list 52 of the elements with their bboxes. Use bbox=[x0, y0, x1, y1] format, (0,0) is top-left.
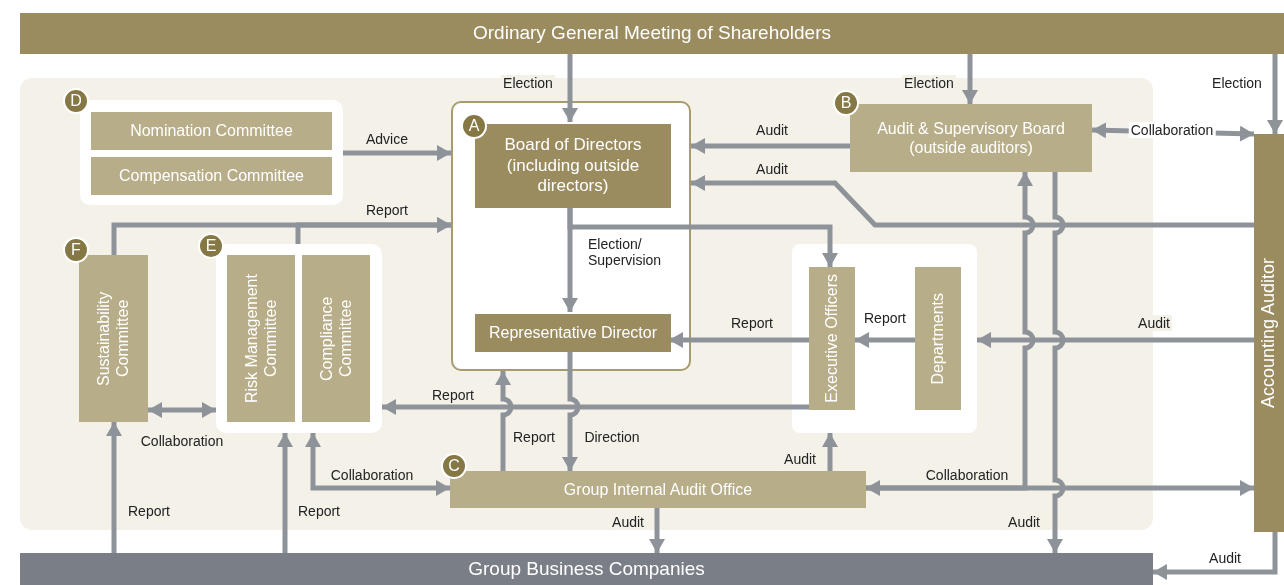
box-label: Executive Officers bbox=[822, 274, 842, 403]
box-label: Compensation Committee bbox=[119, 166, 304, 186]
arrow bbox=[866, 172, 1036, 491]
org-box bbox=[227, 255, 295, 422]
org-box bbox=[20, 13, 1284, 54]
board-group-panel bbox=[451, 101, 691, 371]
org-box bbox=[915, 267, 961, 410]
box-label: Accounting Auditor bbox=[1258, 257, 1280, 409]
arrow bbox=[562, 54, 578, 122]
org-box bbox=[809, 267, 855, 410]
arrow bbox=[691, 138, 850, 154]
edge-label: Collaboration bbox=[1128, 121, 1216, 139]
arrow bbox=[305, 433, 450, 496]
box-label: Audit & Supervisory Board (outside auditors) bbox=[876, 118, 1066, 158]
box-label: Nomination Committee bbox=[130, 121, 293, 141]
edge-label: Audit bbox=[1136, 314, 1172, 332]
box-label: Departments bbox=[928, 292, 948, 385]
arrow bbox=[567, 206, 838, 267]
arrow bbox=[343, 145, 451, 161]
arrow bbox=[691, 175, 1254, 228]
arrow bbox=[977, 332, 1254, 348]
box-label: Group Internal Audit Office bbox=[563, 479, 753, 500]
arrow bbox=[148, 402, 216, 418]
arrow bbox=[1267, 54, 1283, 134]
arrow bbox=[277, 433, 293, 553]
arrow bbox=[295, 217, 451, 244]
arrow bbox=[822, 433, 838, 471]
box-label: Representative Director bbox=[488, 323, 658, 343]
org-box bbox=[1254, 134, 1284, 532]
org-box bbox=[475, 314, 671, 352]
arrow bbox=[669, 332, 809, 348]
box-label: Ordinary General Meeting of Shareholders bbox=[473, 22, 831, 45]
arrow bbox=[1153, 532, 1278, 580]
box-label: Board of Directors (including outside directors) bbox=[503, 135, 643, 197]
executive-group-panel bbox=[792, 244, 977, 433]
arrow bbox=[495, 371, 514, 471]
box-label: Compliance Committee bbox=[316, 295, 355, 383]
org-box bbox=[91, 157, 332, 195]
letter-badge: A bbox=[461, 113, 487, 139]
arrow bbox=[1047, 172, 1066, 553]
arrow bbox=[106, 422, 122, 553]
box-label: Risk Management Committee bbox=[241, 273, 280, 405]
org-box bbox=[302, 255, 370, 422]
org-box bbox=[20, 553, 1153, 585]
arrow bbox=[562, 350, 581, 471]
arrow bbox=[382, 399, 809, 415]
org-box bbox=[91, 112, 332, 150]
arrow bbox=[649, 508, 665, 553]
box-label: Sustainability Committee bbox=[94, 290, 133, 388]
box-label: Group Business Companies bbox=[468, 557, 705, 581]
arrow bbox=[962, 54, 978, 104]
arrow bbox=[855, 332, 915, 348]
